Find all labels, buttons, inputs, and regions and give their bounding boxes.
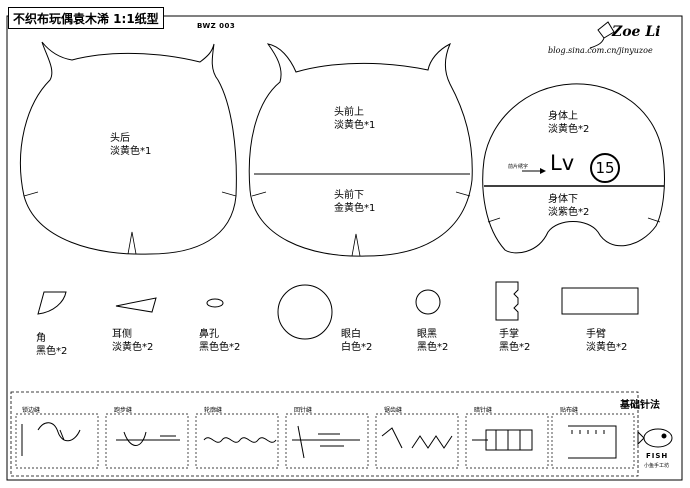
label-body-top: 身体上淡黄色*2 (548, 111, 590, 135)
horn-shape (37, 291, 67, 315)
label-palm: 手掌黑色*2 (499, 329, 531, 353)
label-arm: 手臂淡黄色*2 (586, 329, 628, 353)
fish-logo-icon (637, 428, 673, 448)
stitch-label: 锁边缝 (22, 407, 41, 414)
stitch-label: 贴布缝 (560, 407, 579, 414)
brand-name: Zoe Li (612, 24, 661, 40)
level-number: 15 (590, 153, 620, 183)
ear-side-shape (115, 297, 157, 313)
head-back-shape (19, 41, 237, 255)
stitch-cells (15, 413, 635, 469)
arm-shape (561, 287, 639, 315)
label-eye-white: 眼白白色*2 (341, 329, 373, 353)
sheet-border (6, 15, 683, 481)
kite-logo-icon (589, 21, 615, 49)
stitch-label: 锯齿缝 (384, 407, 403, 414)
eye-black-shape (415, 289, 441, 315)
palm-shape (495, 281, 519, 321)
stitch-illustrations (21, 422, 617, 459)
head-front-shape (248, 42, 473, 257)
footer-logo-subtitle: 小鱼手工坊 (644, 463, 670, 469)
blog-url: blog.sina.com.cn/jinyuzoe (548, 46, 653, 55)
eye-white-shape (277, 284, 333, 340)
level-text: Lv (550, 151, 575, 175)
label-head-back: 头后淡黄色*1 (110, 133, 152, 157)
stitch-label: 跑步缝 (114, 407, 133, 414)
label-eye-black: 眼黑黑色*2 (417, 329, 449, 353)
body-shape (482, 83, 665, 254)
label-body-bottom: 身体下淡紫色*2 (548, 194, 590, 218)
stitch-label: 回针缝 (294, 407, 313, 414)
stitch-section-title: 基础针法 (620, 400, 660, 411)
label-head-front-top: 头前上淡黄色*1 (334, 107, 376, 131)
page-title: 不织布玩偶袁木浠 1:1纸型 (8, 7, 164, 29)
pattern-code: BWZ 003 (197, 22, 236, 30)
footer-logo-text: FISH (646, 452, 669, 460)
label-nostril: 鼻孔黑色色*2 (199, 329, 241, 353)
stitch-label: 轮廓缝 (204, 407, 223, 414)
nostril-shape (206, 298, 224, 308)
label-horn: 角黑色*2 (36, 333, 68, 357)
stitch-label: 暗针缝 (474, 407, 493, 414)
label-ear-side: 耳侧淡黄色*2 (112, 329, 154, 353)
level-note: 前片绣字 (508, 164, 529, 170)
stitch-section-border (10, 391, 639, 477)
label-head-front-bottom: 头前下金黄色*1 (334, 190, 376, 214)
